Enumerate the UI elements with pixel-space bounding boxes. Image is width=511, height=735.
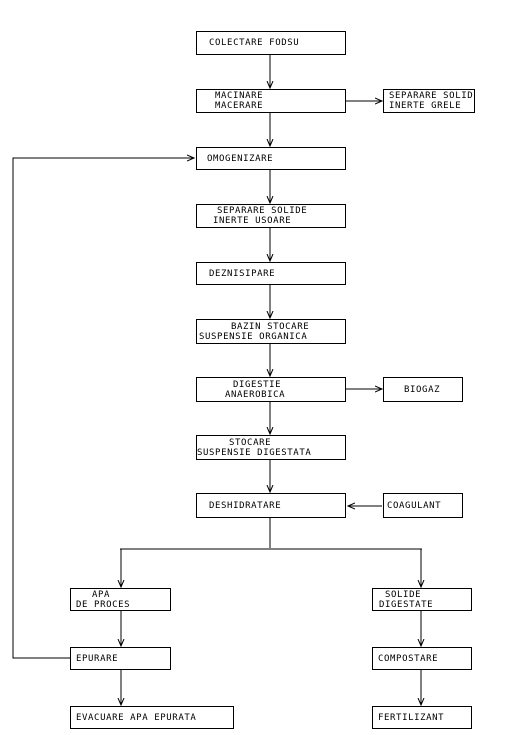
node-macinare: MACINARE MACERARE	[196, 89, 346, 113]
node-bazin: BAZIN STOCARE SUSPENSIE ORGANICA	[196, 319, 346, 344]
node-label: COMPOSTARE	[378, 654, 439, 664]
node-label: STOCARE	[229, 438, 272, 448]
node-label: ANAEROBICA	[225, 390, 286, 400]
node-label: APA	[92, 590, 111, 600]
node-label: MACINARE	[215, 91, 264, 101]
node-epurare: EPURARE	[70, 647, 171, 670]
node-fertilizant: FERTILIZANT	[372, 706, 472, 729]
node-separare-usoare: SEPARARE SOLIDE INERTE USOARE	[196, 204, 346, 228]
node-omogenizare: OMOGENIZARE	[196, 147, 346, 170]
node-digestie: DIGESTIE ANAEROBICA	[196, 377, 346, 402]
node-label: EVACUARE APA EPURATA	[76, 713, 197, 723]
node-solide-digestate: SOLIDE DIGESTATE	[372, 588, 472, 611]
node-label: SEPARARE SOLIDE	[389, 91, 475, 101]
node-label: DEZNISIPARE	[209, 269, 276, 279]
arrow-recycle-loop	[12, 158, 194, 659]
node-coagulant: COAGULANT	[383, 493, 463, 518]
node-apa-proces: APA DE PROCES	[70, 588, 171, 611]
node-stocare: STOCARE SUSPENSIE DIGESTATA	[196, 435, 346, 460]
node-label: DIGESTATE	[379, 600, 434, 610]
node-evacuare: EVACUARE APA EPURATA	[70, 706, 234, 729]
node-deshidratare: DESHIDRATARE	[196, 493, 346, 518]
node-label: EPURARE	[76, 654, 119, 664]
node-biogaz: BIOGAZ	[383, 377, 463, 402]
node-colectare: COLECTARE FODSU	[196, 31, 346, 55]
node-label: BAZIN STOCARE	[231, 322, 310, 332]
node-label: INERTE USOARE	[213, 216, 292, 226]
node-label: MACERARE	[215, 101, 264, 111]
node-compostare: COMPOSTARE	[372, 647, 472, 670]
node-label: DIGESTIE	[233, 380, 282, 390]
node-label: DESHIDRATARE	[209, 501, 282, 511]
node-label: SOLIDE	[385, 590, 422, 600]
node-label: COAGULANT	[387, 501, 442, 511]
node-label: SUSPENSIE ORGANICA	[199, 332, 308, 342]
node-label: OMOGENIZARE	[207, 154, 274, 164]
node-label: FERTILIZANT	[378, 713, 445, 723]
node-separare-grele: SEPARARE SOLIDE INERTE GRELE	[383, 89, 475, 113]
node-label: COLECTARE FODSU	[209, 38, 300, 48]
node-deznisipare: DEZNISIPARE	[196, 262, 346, 285]
node-label: SUSPENSIE DIGESTATA	[197, 448, 312, 458]
node-label: INERTE GRELE	[389, 101, 462, 111]
node-label: DE PROCES	[76, 600, 131, 610]
node-label: SEPARARE SOLIDE	[217, 206, 308, 216]
node-label: BIOGAZ	[404, 385, 441, 395]
